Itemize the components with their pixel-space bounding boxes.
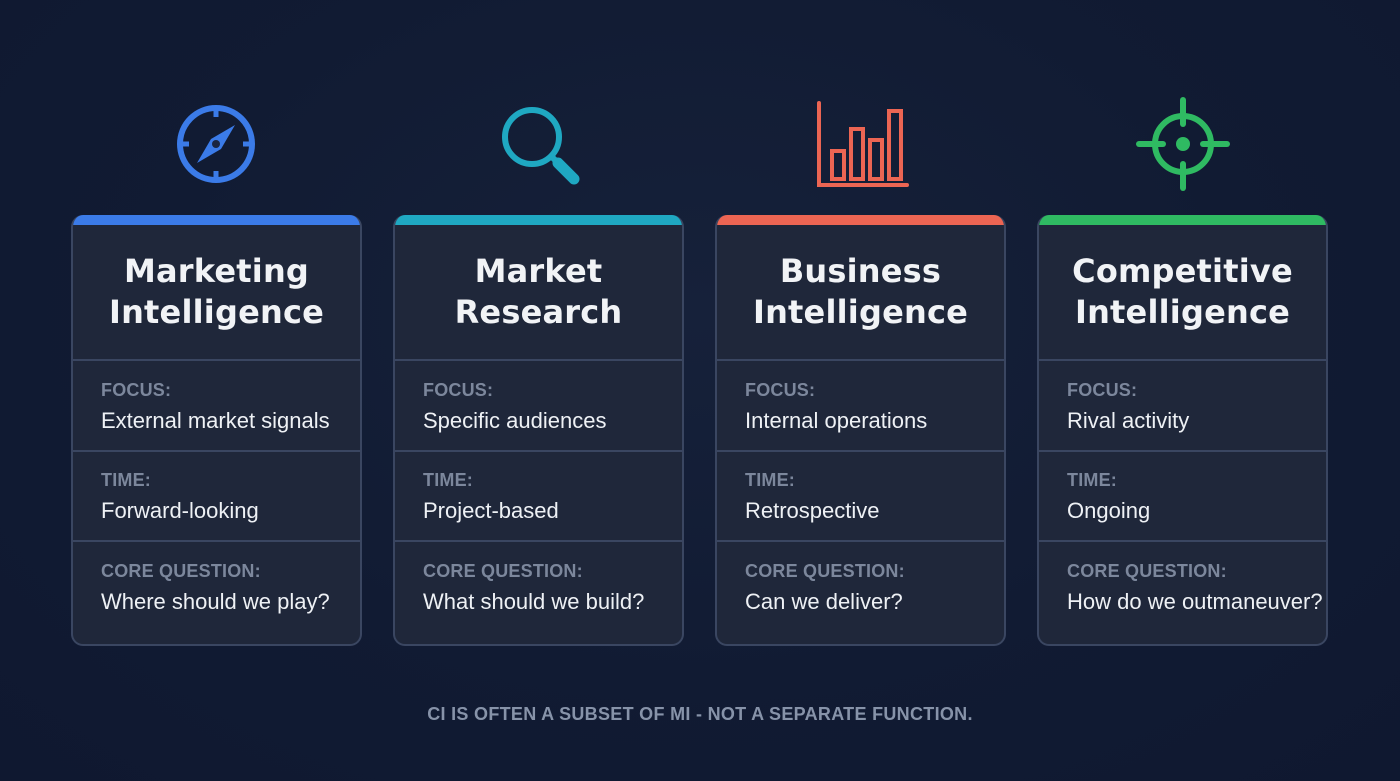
card-accent-bar: [73, 215, 360, 225]
focus-value: Internal operations: [745, 408, 928, 433]
time-row: TIME: Forward-looking: [73, 452, 360, 542]
core-question-value: How do we outmaneuver?: [1067, 589, 1323, 614]
core-question-label: CORE QUESTION:: [745, 561, 905, 581]
card-accent-bar: [395, 215, 682, 225]
core-question-label: CORE QUESTION:: [101, 561, 261, 581]
focus-label: FOCUS:: [423, 380, 494, 400]
focus-row: FOCUS: Internal operations: [717, 362, 1004, 452]
focus-row: FOCUS: Rival activity: [1039, 362, 1326, 452]
time-label: TIME:: [101, 470, 151, 490]
core-question-value: Where should we play?: [101, 589, 330, 614]
time-value: Retrospective: [745, 498, 880, 523]
focus-label: FOCUS:: [101, 380, 172, 400]
focus-row: FOCUS: External market signals: [73, 362, 360, 452]
time-row: TIME: Retrospective: [717, 452, 1004, 542]
crosshair-target-icon: [1135, 96, 1231, 192]
core-question-value: What should we build?: [423, 589, 645, 614]
time-value: Ongoing: [1067, 498, 1151, 523]
footer-note: CI IS OFTEN A SUBSET OF MI - NOT A SEPAR…: [427, 704, 973, 724]
time-label: TIME:: [745, 470, 795, 490]
core-question-row: CORE QUESTION: Where should we play?: [73, 543, 360, 633]
time-label: TIME:: [423, 470, 473, 490]
core-question-value: Can we deliver?: [745, 589, 903, 614]
focus-label: FOCUS:: [1067, 380, 1138, 400]
card-accent-bar: [1039, 215, 1326, 225]
focus-value: Specific audiences: [423, 408, 607, 433]
focus-value: Rival activity: [1067, 408, 1190, 433]
time-value: Project-based: [423, 498, 559, 523]
core-question-row: CORE QUESTION: What should we build?: [395, 543, 682, 633]
bar-chart-icon: [813, 96, 909, 192]
focus-value: External market signals: [101, 408, 330, 433]
core-question-label: CORE QUESTION:: [423, 561, 583, 581]
core-question-label: CORE QUESTION:: [1067, 561, 1227, 581]
core-question-row: CORE QUESTION: Can we deliver?: [717, 543, 1004, 633]
time-value: Forward-looking: [101, 498, 259, 523]
time-label: TIME:: [1067, 470, 1117, 490]
core-question-row: CORE QUESTION: How do we outmaneuver?: [1039, 543, 1326, 633]
focus-row: FOCUS: Specific audiences: [395, 362, 682, 452]
magnifying-glass-icon: [491, 96, 587, 192]
card-accent-bar: [717, 215, 1004, 225]
time-row: TIME: Ongoing: [1039, 452, 1326, 542]
time-row: TIME: Project-based: [395, 452, 682, 542]
compass-icon: [168, 96, 264, 192]
focus-label: FOCUS:: [745, 380, 816, 400]
